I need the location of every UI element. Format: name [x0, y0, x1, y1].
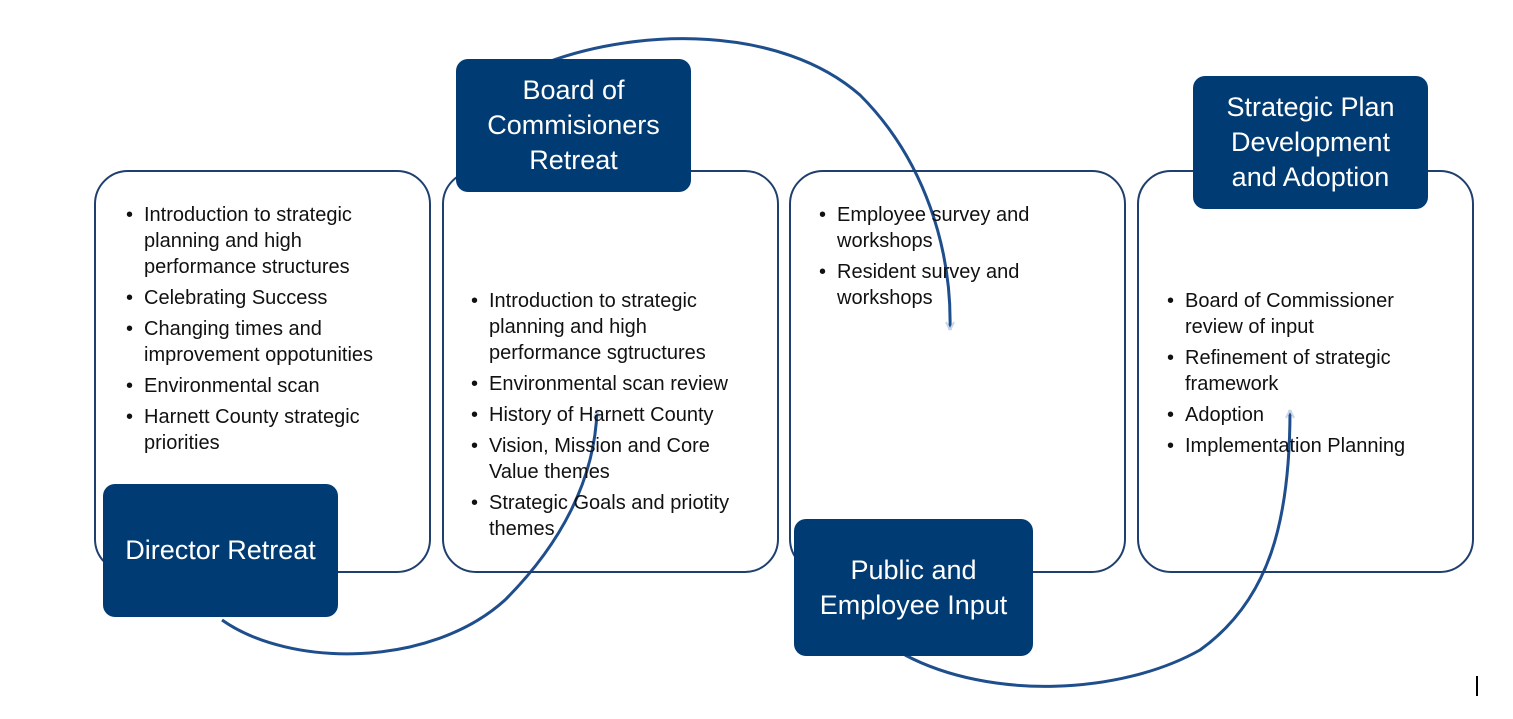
list-item: Adoption — [1167, 402, 1457, 428]
list-item: Strategic Goals and priotity themes — [471, 490, 761, 542]
strategic-plan-title: Strategic Plan Development and Adoption — [1193, 76, 1428, 209]
board-retreat-title: Board of Commisioners Retreat — [456, 59, 691, 192]
list-item: Celebrating Success — [126, 285, 396, 311]
public-input-list: Employee survey and workshops Resident s… — [819, 202, 1089, 316]
board-retreat-panel: Introduction to strategic planning and h… — [442, 170, 779, 573]
public-input-panel: Employee survey and workshops Resident s… — [789, 170, 1126, 573]
list-item: Environmental scan — [126, 373, 396, 399]
list-item: Environmental scan review — [471, 371, 761, 397]
strategic-plan-panel: Board of Commissioner review of input Re… — [1137, 170, 1474, 573]
director-retreat-panel: Introduction to strategic planning and h… — [94, 170, 431, 573]
list-item: Board of Commissioner review of input — [1167, 288, 1457, 340]
public-input-title: Public and Employee Input — [794, 519, 1033, 656]
list-item: Harnett County strategic priorities — [126, 404, 396, 456]
list-item: History of Harnett County — [471, 402, 761, 428]
list-item: Vision, Mission and Core Value themes — [471, 433, 761, 485]
director-retreat-title: Director Retreat — [103, 484, 338, 617]
arrow-fade-public — [945, 321, 955, 331]
board-retreat-list: Introduction to strategic planning and h… — [471, 288, 761, 547]
list-item: Employee survey and workshops — [819, 202, 1089, 254]
text-cursor — [1476, 676, 1478, 696]
list-item: Introduction to strategic planning and h… — [126, 202, 396, 280]
list-item: Refinement of strategic framework — [1167, 345, 1457, 397]
list-item: Introduction to strategic planning and h… — [471, 288, 761, 366]
director-retreat-list: Introduction to strategic planning and h… — [126, 202, 396, 461]
list-item: Implementation Planning — [1167, 433, 1457, 459]
strategic-plan-list: Board of Commissioner review of input Re… — [1167, 288, 1457, 464]
list-item: Resident survey and workshops — [819, 259, 1089, 311]
flow-arc-public-to-strategic — [904, 409, 1292, 688]
list-item: Changing times and improvement oppotunit… — [126, 316, 396, 368]
